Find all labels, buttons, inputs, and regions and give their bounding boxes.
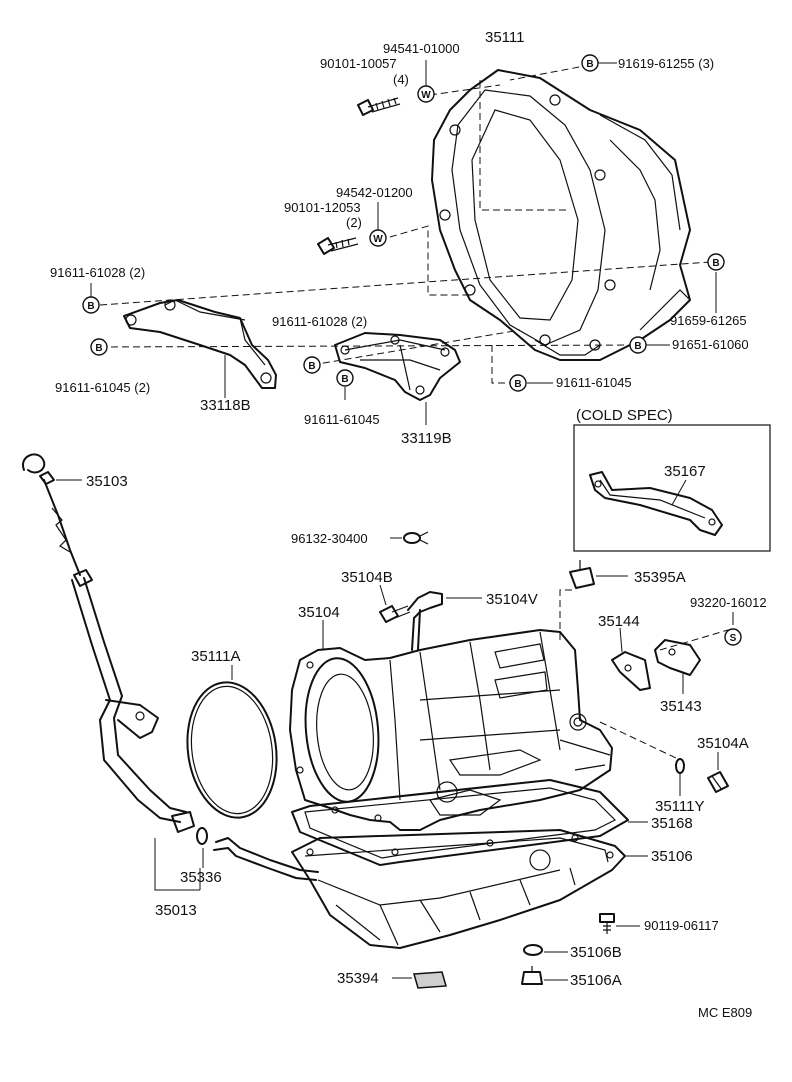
svg-text:W: W <box>421 90 431 101</box>
diagram-code: MC E809 <box>698 1005 752 1020</box>
label-35106b: 35106B <box>570 944 622 961</box>
label-35103: 35103 <box>86 473 128 490</box>
label-35394: 35394 <box>337 970 379 987</box>
label-91611-61045-b: 91611-61045 <box>304 412 380 427</box>
label-qty-2: (2) <box>346 215 362 230</box>
badge-s-icon: S <box>724 628 742 646</box>
label-91619-61255: 91619-61255 (3) <box>618 56 714 71</box>
svg-text:B: B <box>514 379 521 390</box>
label-35104v: 35104V <box>486 591 538 608</box>
cold-spec-plate-35167 <box>589 471 723 536</box>
badge-w-icon: W <box>417 85 435 103</box>
label-33119b: 33119B <box>401 430 452 447</box>
label-91659-61265: 91659-61265 <box>670 313 747 328</box>
badge-b-icon: B <box>581 54 599 72</box>
bracket-33118b <box>123 299 277 389</box>
badge-b-icon: B <box>509 374 527 392</box>
bell-housing-35111 <box>431 69 691 361</box>
label-94542-01200: 94542-01200 <box>336 185 413 200</box>
badge-b-icon: B <box>303 356 321 374</box>
label-35104b: 35104B <box>341 569 393 586</box>
bolt-90101-10057-icon <box>357 97 401 116</box>
oil-pan-35106 <box>291 829 626 949</box>
plate-35143 <box>654 639 701 676</box>
label-35144: 35144 <box>598 613 640 630</box>
label-35167: 35167 <box>664 463 706 480</box>
svg-text:W: W <box>373 234 383 245</box>
label-qty-4: (4) <box>393 72 409 87</box>
label-35104: 35104 <box>298 604 340 621</box>
label-35111a: 35111A <box>191 648 241 665</box>
badge-w-icon: W <box>369 229 387 247</box>
plate-35144 <box>611 651 651 691</box>
label-90101-12053: 90101-12053 <box>284 200 361 215</box>
bolt-90101-12053-icon <box>317 237 359 255</box>
label-90101-10057: 90101-10057 <box>320 56 397 71</box>
svg-text:B: B <box>341 374 348 385</box>
label-96132-30400: 96132-30400 <box>291 531 368 546</box>
label-91651-61060: 91651-61060 <box>672 337 749 352</box>
gasket-35106b-icon <box>523 944 543 956</box>
label-cold-spec: (COLD SPEC) <box>576 407 673 424</box>
plug-35104b <box>379 605 411 623</box>
label-33118b: 33118B <box>200 397 251 414</box>
svg-text:B: B <box>712 258 719 269</box>
label-35168: 35168 <box>651 815 693 832</box>
svg-text:B: B <box>95 343 102 354</box>
clip-96132-30400 <box>403 531 429 545</box>
bracket-33119b <box>334 332 461 401</box>
badge-b-icon: B <box>707 253 725 271</box>
label-91611-61045-c: 91611-61045 <box>556 375 632 390</box>
o-ring-35111y-icon <box>675 758 685 774</box>
transmission-case-35104 <box>289 629 613 831</box>
label-35111y: 35111Y <box>655 798 705 815</box>
label-35106a: 35106A <box>570 972 622 989</box>
cold-spec-box <box>573 424 771 552</box>
breather-35104v <box>407 591 443 651</box>
label-93220-16012: 93220-16012 <box>690 595 767 610</box>
drain-plug-35106a-icon <box>521 966 543 985</box>
label-35395a: 35395A <box>634 569 686 586</box>
label-35336: 35336 <box>180 869 222 886</box>
magnet-35394-icon <box>413 971 447 989</box>
o-ring-35336-icon <box>196 827 208 845</box>
label-35104a: 35104A <box>697 735 749 752</box>
label-91611-61045-a: 91611-61045 (2) <box>55 380 150 395</box>
label-35111: 35111 <box>485 29 525 46</box>
svg-text:B: B <box>586 59 593 70</box>
sensor-35395a <box>569 560 595 589</box>
badge-b-icon: B <box>82 296 100 314</box>
plug-35104a <box>707 771 729 793</box>
svg-text:B: B <box>634 341 641 352</box>
svg-text:B: B <box>87 301 94 312</box>
dipstick-35103 <box>21 453 81 576</box>
label-91611-61028-b: 91611-61028 (2) <box>272 314 367 329</box>
o-ring-35111a <box>186 681 278 819</box>
label-35013: 35013 <box>155 902 197 919</box>
label-94541-01000: 94541-01000 <box>383 41 460 56</box>
label-90119-06117: 90119-06117 <box>644 918 719 933</box>
badge-b-icon: B <box>629 336 647 354</box>
badge-b-icon: B <box>336 369 354 387</box>
badge-b-icon: B <box>90 338 108 356</box>
svg-text:S: S <box>730 633 737 644</box>
label-35143: 35143 <box>660 698 702 715</box>
bolt-90119-06117-icon <box>599 913 615 934</box>
svg-text:B: B <box>308 361 315 372</box>
label-35106: 35106 <box>651 848 693 865</box>
dipstick-tube-35013 <box>71 569 195 833</box>
label-91611-61028-a: 91611-61028 (2) <box>50 265 145 280</box>
